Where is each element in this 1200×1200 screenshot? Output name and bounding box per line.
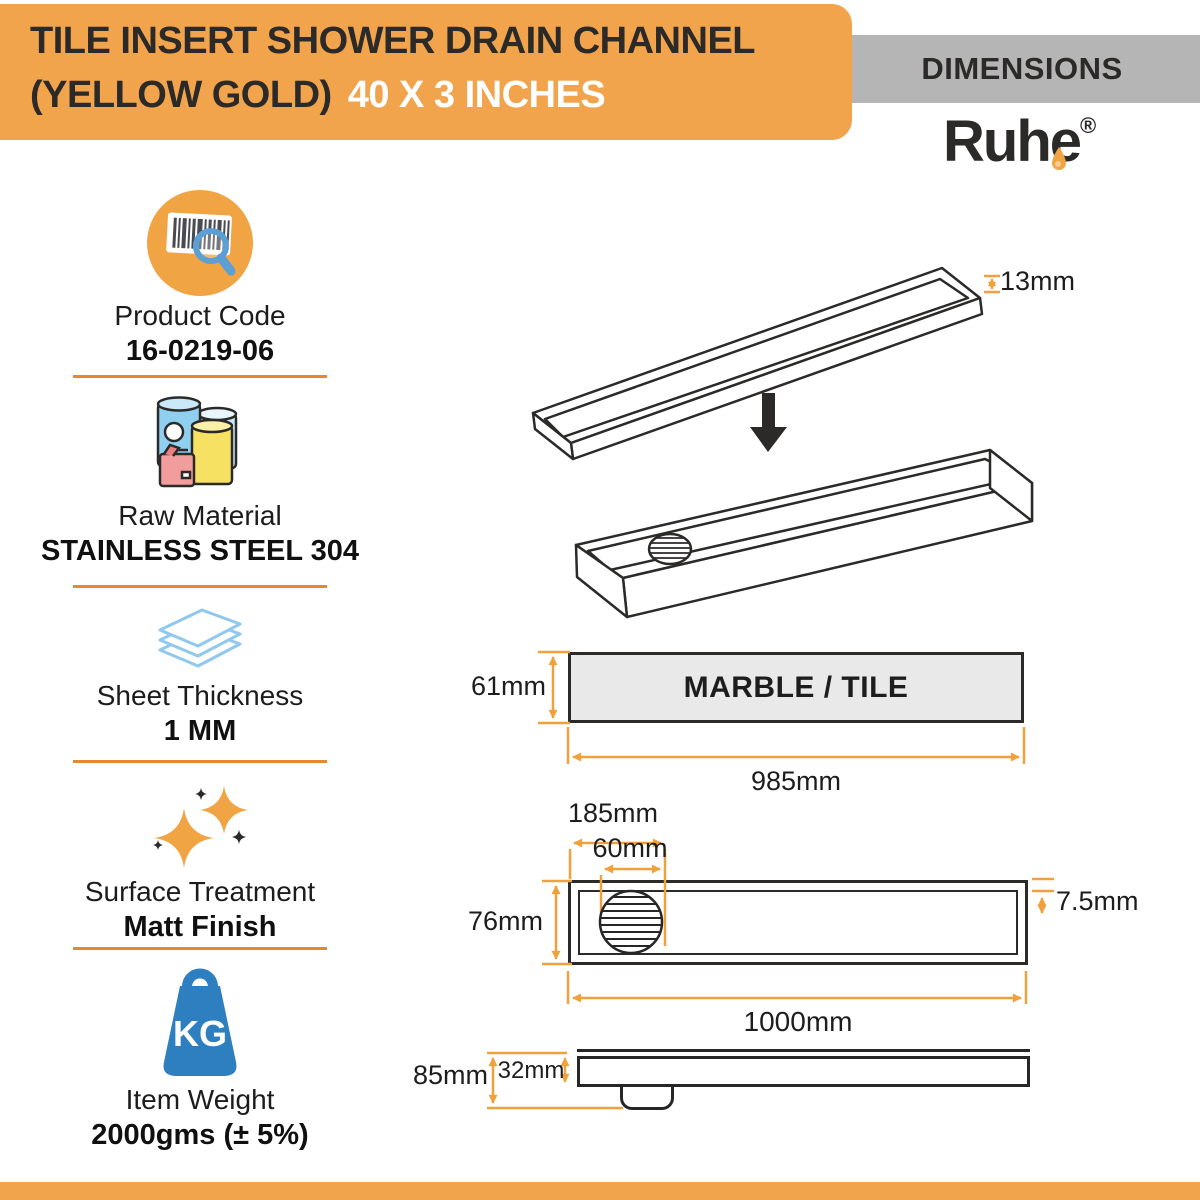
- insert-direction-arrow-icon: [750, 393, 787, 452]
- product-size-label: 40 X 3 INCHES: [347, 74, 606, 116]
- spec-label: Sheet Thickness: [96, 680, 304, 711]
- spec-sheet-thickness: Sheet Thickness 1 MM: [40, 604, 360, 748]
- dimension-lines: [487, 650, 1054, 1110]
- product-title-line1: TILE INSERT SHOWER DRAIN CHANNEL: [30, 20, 756, 62]
- dim-edge-lip: 7.5mm: [1056, 886, 1139, 916]
- side-view-body: [577, 1056, 1030, 1087]
- dim-total-height: 85mm: [412, 1060, 488, 1090]
- top-view-inner-frame: [578, 890, 1018, 955]
- dim-channel-width: 76mm: [467, 906, 543, 936]
- dim-tile-height: 61mm: [470, 671, 546, 701]
- barcode-magnifier-icon: [147, 190, 253, 296]
- channel-body: [574, 448, 1034, 619]
- brand-droplet-icon: [1052, 147, 1066, 170]
- insert-height-ticks: [984, 274, 1000, 294]
- spec-label: Product Code: [114, 300, 286, 331]
- dim-drain-diameter: 60mm: [592, 833, 668, 863]
- title-banner: TILE INSERT SHOWER DRAIN CHANNEL (YELLOW…: [0, 4, 852, 140]
- spec-label: Raw Material: [118, 500, 282, 531]
- kg-weight-icon: KG: [163, 968, 237, 1076]
- divider: [73, 585, 327, 588]
- dimensions-heading: DIMENSIONS: [921, 51, 1123, 86]
- product-title-line2: (YELLOW GOLD) 40 X 3 INCHES: [30, 74, 606, 117]
- marble-tile-label: MARBLE / TILE: [683, 670, 909, 704]
- brand-logo: Ruhe®: [943, 108, 1096, 175]
- exploded-channel-drawing: [531, 266, 1034, 619]
- spec-value: STAINLESS STEEL 304: [40, 535, 360, 567]
- side-view-lip: [577, 1049, 1030, 1056]
- dim-body-height: 32mm: [497, 1057, 565, 1084]
- footer-accent-bar: [0, 1182, 1200, 1200]
- kg-icon-text: KG: [173, 1013, 227, 1054]
- spec-value: 16-0219-06: [125, 335, 275, 367]
- spec-product-code: Product Code 16-0219-06: [40, 190, 360, 368]
- registered-trademark-icon: ®: [1080, 113, 1097, 138]
- divider: [73, 947, 327, 950]
- dim-tile-width: 985mm: [750, 766, 842, 796]
- spec-value: 2000gms (± 5%): [91, 1119, 309, 1151]
- sparkles-icon: [153, 786, 248, 868]
- divider: [73, 375, 327, 378]
- tile-insert-tray: [531, 266, 984, 461]
- top-view-drain-icon: [598, 889, 664, 955]
- dimensions-band: [828, 35, 1200, 103]
- divider: [73, 760, 327, 763]
- dim-insert-height: 13mm: [1000, 266, 1076, 296]
- marble-tile-block: MARBLE / TILE: [568, 652, 1024, 723]
- dim-drain-offset: 185mm: [567, 798, 659, 828]
- spec-item-weight: KG Item Weight 2000gms (± 5%): [40, 962, 360, 1152]
- stacked-sheets-icon: [158, 608, 242, 668]
- product-color-label: (YELLOW GOLD): [30, 74, 332, 116]
- paint-cans-icon: [156, 396, 238, 488]
- spec-value: Matt Finish: [123, 911, 277, 943]
- dim-channel-length: 1000mm: [743, 1006, 853, 1037]
- spec-value: 1 MM: [163, 715, 237, 747]
- spec-label: Item Weight: [125, 1084, 275, 1115]
- side-view-outlet: [620, 1087, 674, 1110]
- spec-raw-material: Raw Material STAINLESS STEEL 304: [40, 396, 360, 568]
- spec-label: Surface Treatment: [84, 876, 316, 907]
- spec-surface-treatment: Surface Treatment Matt Finish: [40, 780, 360, 944]
